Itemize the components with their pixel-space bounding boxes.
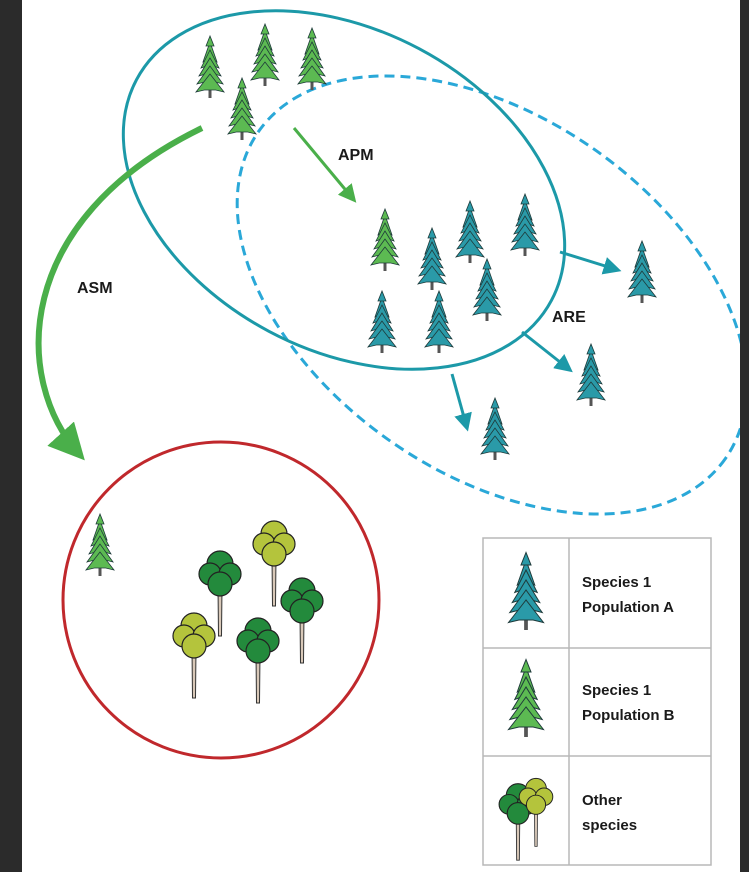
teal-conifer-icon bbox=[575, 342, 607, 406]
legend-row-other-species: Other species bbox=[498, 777, 637, 861]
are-arrow bbox=[450, 373, 472, 432]
green-conifer-icon bbox=[84, 512, 116, 576]
legend-row-population-a: Species 1 Population A bbox=[507, 551, 674, 630]
teal-conifer-icon bbox=[366, 289, 398, 353]
deciduous-tree-icon bbox=[252, 520, 296, 607]
green-conifer-icon bbox=[507, 658, 545, 737]
legend-line1: Species 1 bbox=[582, 574, 651, 591]
are-arrow bbox=[559, 250, 622, 275]
other-community-circle bbox=[61, 440, 381, 760]
asm-label: ASM bbox=[77, 280, 113, 297]
apm-label: APM bbox=[338, 147, 374, 164]
population-ellipse bbox=[121, 9, 567, 371]
are-arrow bbox=[521, 330, 573, 373]
legend-line2: species bbox=[582, 817, 637, 834]
teal-conifer-icon bbox=[471, 257, 503, 321]
teal-conifer-icon bbox=[509, 192, 541, 256]
deciduous-tree-icon bbox=[198, 550, 242, 637]
deciduous-tree-icon bbox=[172, 612, 216, 699]
diagram-canvas: APM ASM ARE Species 1 Population A Speci… bbox=[22, 0, 740, 872]
teal-conifer-icon bbox=[423, 289, 455, 353]
deciduous-tree-icon bbox=[236, 617, 280, 704]
green-conifer-icon bbox=[194, 34, 226, 98]
green-conifer-icon bbox=[296, 26, 328, 90]
deciduous-tree-icon bbox=[280, 577, 324, 664]
legend-line1: Species 1 bbox=[582, 682, 651, 699]
legend-line2: Population B bbox=[582, 707, 675, 724]
green-conifer-icon bbox=[369, 207, 401, 271]
asm-arrow bbox=[35, 125, 204, 461]
teal-conifer-icon bbox=[416, 226, 448, 290]
legend-line2: Population A bbox=[582, 599, 674, 616]
teal-conifer-icon bbox=[479, 396, 511, 460]
teal-conifer-icon bbox=[626, 239, 658, 303]
legend-row-population-b: Species 1 Population B bbox=[507, 658, 675, 737]
dashed-range-ellipse bbox=[235, 74, 740, 516]
teal-conifer-icon bbox=[507, 551, 545, 630]
are-label: ARE bbox=[552, 309, 586, 326]
deciduous-tree-icon bbox=[518, 777, 554, 847]
green-conifer-icon bbox=[249, 22, 281, 86]
teal-conifer-icon bbox=[454, 199, 486, 263]
legend-table: Species 1 Population A Species 1 Populat… bbox=[482, 537, 712, 866]
green-conifer-icon bbox=[226, 76, 258, 140]
diagram-svg: APM ASM ARE Species 1 Population A Speci… bbox=[35, 9, 740, 866]
apm-arrow bbox=[292, 127, 357, 203]
legend-line1: Other bbox=[582, 792, 622, 809]
